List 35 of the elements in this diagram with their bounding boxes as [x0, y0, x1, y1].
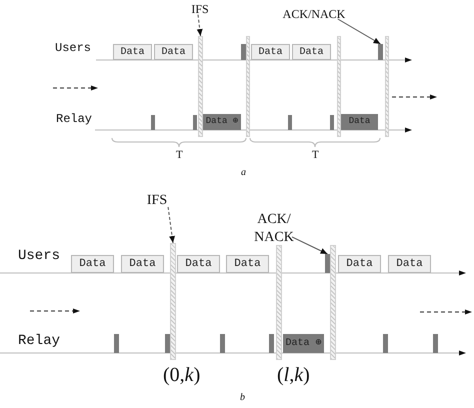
- data-packet: Data: [71, 255, 114, 273]
- text-label: T: [176, 150, 183, 161]
- data-packet: Data: [154, 44, 193, 60]
- hatched-bar: [170, 243, 176, 360]
- data-packet: Data: [177, 255, 220, 273]
- leader-line: [168, 206, 176, 244]
- leader-line: [292, 236, 328, 254]
- marker-bar: [378, 44, 383, 60]
- leader-line: [196, 14, 203, 36]
- text-label: (l,k): [277, 365, 310, 385]
- data-packet: Data: [226, 255, 269, 273]
- text-label: Relay: [18, 334, 60, 348]
- data-packet: Data ⊕: [203, 114, 241, 130]
- data-packet: Data: [341, 114, 378, 130]
- text-label: Relay: [56, 113, 92, 125]
- callout-label: ACK/NACK: [280, 5, 348, 19]
- callout-label: IFS: [186, 0, 214, 14]
- text-label: (0,k): [163, 365, 200, 385]
- text-label: b: [240, 393, 245, 403]
- leader-line: [337, 18, 381, 44]
- text-label: Users: [55, 42, 92, 54]
- data-packet: Data ⊕: [283, 334, 324, 353]
- data-packet: Data: [292, 44, 331, 60]
- data-packet: Data: [113, 44, 152, 60]
- callout-label: ACK/ NACK: [254, 211, 294, 247]
- text-label: a: [241, 168, 246, 178]
- text-label: Users: [18, 249, 60, 263]
- marker-bar: [325, 254, 330, 273]
- text-label: T: [312, 150, 319, 161]
- callout-label: IFS: [142, 192, 172, 207]
- data-packet: Data: [338, 255, 381, 273]
- hatched-bar: [198, 36, 203, 137]
- data-packet: Data: [251, 44, 290, 60]
- data-packet: Data: [388, 255, 431, 273]
- data-packet: Data: [121, 255, 164, 273]
